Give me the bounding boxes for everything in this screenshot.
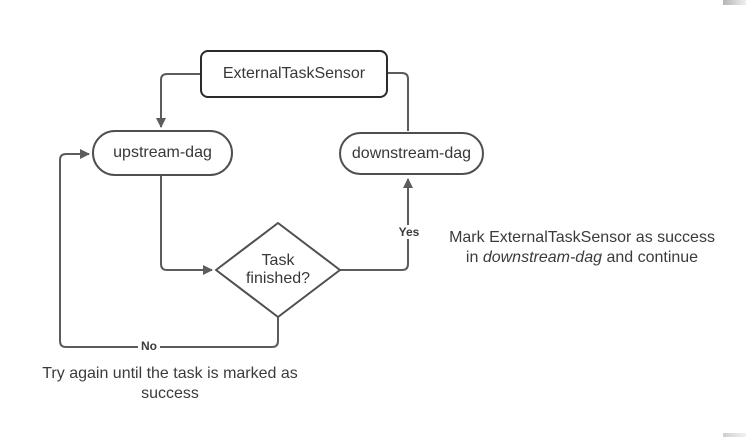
annotation-mark-success-line2: in downstream-dag and continue [449, 248, 715, 268]
edge-sensor-to-downstream [388, 72, 409, 131]
node-decision: Task finished? [216, 223, 340, 317]
annotation-mark-success: Mark ExternalTaskSensor as success in do… [449, 228, 715, 268]
node-decision-label: Task finished? [245, 251, 311, 287]
edge-decision-to-downstream-yes [340, 178, 413, 271]
node-external-task-sensor: ExternalTaskSensor [200, 50, 388, 98]
annotation-try-again: Try again until the task is marked as su… [42, 364, 298, 404]
annotation-line2-suffix: and continue [602, 249, 699, 266]
decision-diamond-shape [215, 222, 341, 318]
scrollbar-artifact-bottom-right [723, 433, 746, 437]
annotation-try-again-line1: Try again until the task is marked as [42, 365, 298, 382]
edge-upstream-to-decision [160, 176, 213, 275]
node-downstream-dag-label: downstream-dag [351, 144, 472, 162]
node-external-task-sensor-label: ExternalTaskSensor [222, 65, 366, 82]
annotation-line2-italic: downstream-dag [482, 249, 602, 266]
node-upstream-dag-label: upstream-dag [113, 144, 212, 161]
node-upstream-dag: upstream-dag [92, 130, 233, 176]
annotation-mark-success-line1: Mark ExternalTaskSensor as success [449, 229, 715, 246]
edge-sensor-to-upstream [156, 73, 200, 128]
edge-label-yes: Yes [395, 225, 423, 239]
annotation-line2-prefix: in [465, 249, 483, 266]
edge-decision-to-upstream-no [59, 149, 279, 348]
scrollbar-artifact-top-right [723, 0, 746, 5]
node-downstream-dag: downstream-dag [339, 132, 484, 175]
annotation-try-again-line2: success [141, 385, 199, 402]
edge-label-no: No [138, 339, 160, 353]
